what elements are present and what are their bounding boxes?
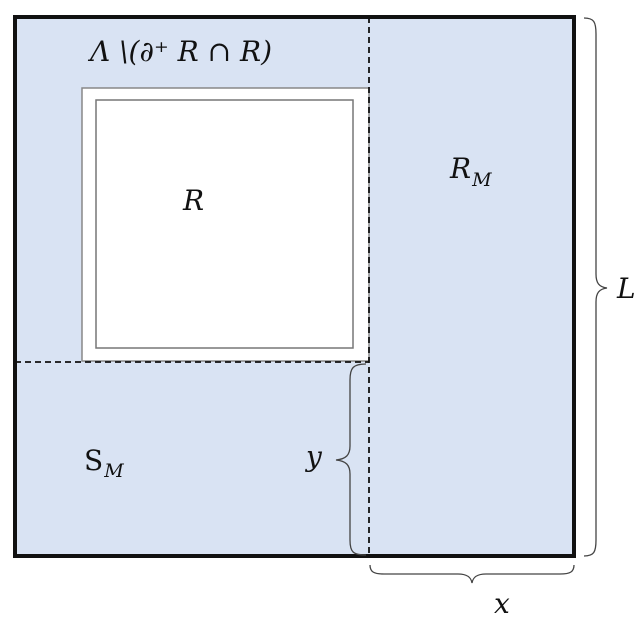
x-label: x: [494, 587, 510, 620]
rm-label-base: R: [449, 152, 471, 185]
complement-label: Λ \(∂⁺ R ∩ R): [87, 35, 272, 68]
y-label: y: [304, 440, 323, 473]
y-brace: [335, 363, 367, 556]
x-brace: [369, 564, 575, 584]
rm-label-subscript: M: [471, 169, 492, 191]
l-brace: [583, 17, 608, 557]
sm-label-base: S: [84, 444, 103, 477]
r-square: [95, 99, 354, 349]
sm-label-subscript: M: [103, 460, 124, 482]
r-label: R: [182, 184, 204, 217]
sm-label: SM: [84, 444, 124, 482]
rm-label: RM: [449, 152, 492, 191]
l-label: L: [616, 272, 636, 305]
